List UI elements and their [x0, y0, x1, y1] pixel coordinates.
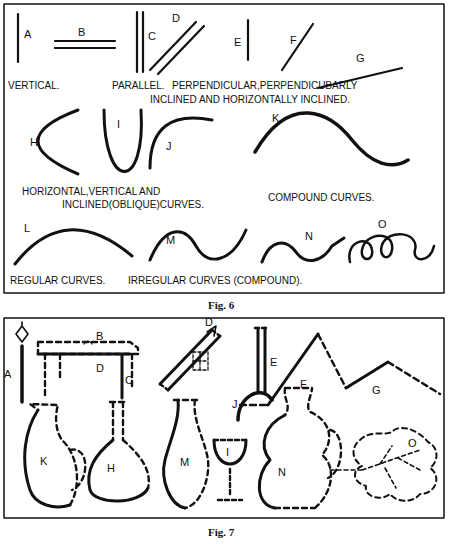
board-ends — [160, 330, 220, 390]
part-letter: A — [4, 368, 11, 380]
vase-outline — [164, 400, 185, 508]
caption-text: VERTICAL. — [8, 80, 60, 91]
part-letter: K — [40, 455, 47, 467]
caption-text: PARALLEL. — [112, 80, 165, 91]
table-edge — [38, 354, 130, 398]
caption-text: INCLINED(OBLIQUE)CURVES. — [62, 199, 204, 210]
part-letter: M — [166, 234, 175, 246]
caption-text: PERPENDICULAR,PERPENDICUBARLY — [172, 80, 357, 91]
bottle-outline — [89, 440, 148, 501]
part-letter: C — [125, 374, 133, 386]
vertical-curve — [104, 110, 141, 172]
caption-text: HORIZONTAL,VERTICAL AND — [22, 186, 160, 197]
part-letter: I — [117, 118, 120, 130]
bottle-outline — [123, 440, 149, 488]
vertical-line — [17, 14, 19, 62]
table-legs — [45, 354, 132, 395]
pitcher-outline — [259, 415, 285, 508]
irregular-curve — [262, 238, 344, 262]
chimney-top — [255, 327, 268, 329]
bottle-neck — [110, 402, 126, 440]
jug-outline — [30, 404, 85, 505]
part-letter: B — [78, 26, 85, 38]
compound-curve — [255, 113, 408, 165]
figure-7 — [4, 318, 444, 518]
goblet-cup — [214, 440, 246, 464]
part-letter: N — [305, 230, 313, 242]
lamp — [16, 322, 28, 342]
part-letter: I — [226, 446, 229, 458]
part-letter: F — [290, 34, 297, 46]
figure-caption: Fig. 7 — [208, 526, 234, 538]
gable-line — [346, 362, 388, 388]
caption-text: INCLINED AND HORIZONTALLY INCLINED. — [150, 94, 350, 105]
vase-outline — [174, 400, 208, 508]
part-letter: A — [24, 28, 31, 40]
part-letter: F — [300, 378, 307, 390]
part-letter: O — [378, 218, 387, 230]
parallel-lines — [55, 41, 115, 48]
window — [193, 352, 208, 370]
inclined-line — [282, 24, 313, 70]
small-arch — [84, 341, 92, 344]
part-letter: H — [107, 462, 115, 474]
horizontal-curve — [38, 110, 78, 174]
part-letter: J — [232, 398, 238, 410]
caption-text: IRREGULAR CURVES (COMPOUND). — [128, 275, 302, 286]
leaf-outline — [354, 428, 437, 501]
part-letter: D — [172, 12, 180, 24]
caption-text: REGULAR CURVES. — [10, 275, 105, 286]
inclined-board — [160, 330, 220, 390]
part-letter: C — [148, 30, 156, 42]
panel-frame — [4, 4, 444, 293]
goblet-stem — [214, 440, 246, 500]
compound-squiggle — [349, 234, 434, 262]
part-letter: O — [408, 437, 417, 449]
part-letter: D — [96, 362, 104, 374]
table-top — [38, 342, 138, 354]
part-letter: G — [356, 52, 365, 64]
parallel-inclined — [150, 22, 204, 74]
part-letter: K — [272, 112, 279, 124]
inclined-curve — [150, 118, 212, 168]
part-letter: B — [96, 330, 103, 342]
part-letter: G — [372, 384, 381, 396]
caption-text: COMPOUND CURVES. — [268, 192, 375, 203]
part-letter: H — [30, 136, 38, 148]
perpendicular-line — [247, 20, 249, 60]
lamp-post — [20, 346, 24, 402]
jug-outline — [25, 410, 70, 507]
panel-frame — [4, 318, 444, 518]
leaf-veins — [330, 446, 420, 488]
part-letter: L — [24, 222, 30, 234]
part-letter: E — [270, 356, 277, 368]
pitcher-outline — [275, 388, 341, 508]
part-letter: N — [278, 466, 286, 478]
part-letter: E — [234, 36, 241, 48]
parallel-verticals — [137, 12, 143, 72]
part-letter: D — [205, 316, 213, 328]
part-letter: J — [166, 140, 172, 152]
regular-curve — [15, 230, 132, 264]
irregular-curve — [150, 230, 246, 260]
handle-curve — [238, 393, 272, 420]
chimney — [258, 328, 265, 392]
part-letter: M — [180, 456, 189, 468]
figure-6 — [4, 4, 444, 293]
roof-outline — [388, 362, 440, 394]
figure-caption: Fig. 6 — [208, 299, 234, 311]
